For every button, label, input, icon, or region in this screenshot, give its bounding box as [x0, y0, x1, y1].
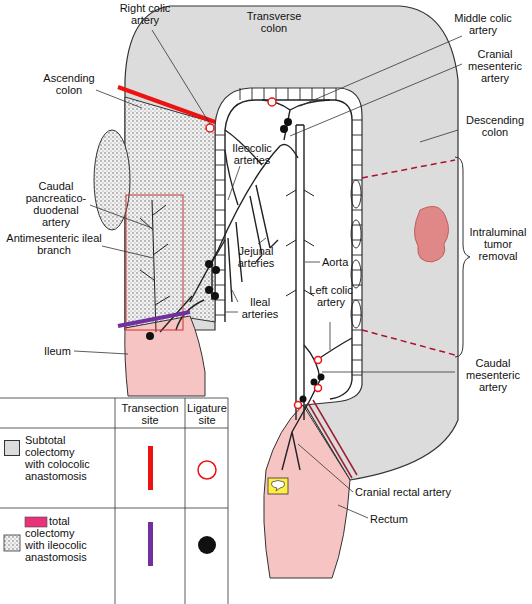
- part-label: Caudal mesenteric artery: [458, 357, 528, 393]
- part-label: Antimesenteric ileal branch: [6, 232, 102, 256]
- ligatures: [146, 98, 325, 409]
- leader-line: [322, 372, 455, 373]
- leader-line: [338, 505, 368, 518]
- leader-line: [258, 238, 266, 244]
- part-label: Ileum: [44, 345, 84, 357]
- ileocolic-artery: [212, 150, 238, 300]
- cranial-mesenteric-artery: [190, 145, 298, 303]
- leader-lines: [74, 30, 462, 518]
- closed-ligature: [146, 332, 154, 340]
- legend-table: [0, 398, 228, 604]
- transection-symbol-purple: [148, 522, 153, 566]
- arcades: [351, 180, 361, 328]
- part-label: Ileocolic arteries: [222, 142, 282, 166]
- legend-text: total colectomy with ileocolic anastomos…: [25, 515, 97, 563]
- leader-line: [96, 90, 142, 108]
- part-label: Intraluminal tumor removal: [466, 226, 530, 262]
- closed-ligature: [311, 379, 318, 386]
- transection-symbol-red: [148, 446, 153, 490]
- leader-line: [90, 205, 152, 228]
- rectum: [264, 405, 350, 578]
- open-ligature: [206, 124, 214, 132]
- closed-ligature: [284, 118, 292, 126]
- closed-ligature: [300, 396, 307, 403]
- legend-swatch: [4, 440, 20, 456]
- ileum: [125, 316, 205, 396]
- part-label: Ligature site: [186, 402, 228, 426]
- leader-line: [298, 444, 353, 492]
- part-label: Descending colon: [460, 114, 530, 138]
- open-ligature: [315, 357, 322, 364]
- antimesenteric-ileal-branch: [140, 200, 170, 332]
- part-label: Caudal pancreatico-duodenal artery: [22, 180, 90, 228]
- open-ligature: [268, 98, 276, 106]
- leader-line: [102, 246, 153, 258]
- part-label: Ascending colon: [38, 72, 100, 96]
- rectal-transection: [308, 400, 357, 478]
- ligature-symbol-open: [198, 461, 216, 479]
- legend-text: Subtotal colectomy with colocolic anasto…: [25, 434, 95, 482]
- total-mark: [25, 517, 47, 527]
- part-label: Aorta: [322, 256, 362, 268]
- leader-line: [290, 64, 462, 136]
- part-label: Cranial mesenteric artery: [460, 48, 530, 84]
- part-label: Left colic artery: [308, 284, 354, 308]
- caudal-mesenteric-artery: [282, 345, 320, 470]
- closed-ligature: [212, 266, 220, 274]
- part-label: Ileal arteries: [234, 296, 286, 320]
- leader-line: [330, 322, 331, 350]
- aorta: [296, 125, 304, 420]
- transection-lines: [118, 87, 470, 478]
- note-icon-bubble: [272, 481, 285, 492]
- part-label: Jejunal arteries: [228, 245, 284, 269]
- part-label: Right colic artery: [112, 2, 178, 26]
- part-label: Rectum: [370, 513, 430, 525]
- note-icon: [268, 478, 288, 494]
- table-grid: [0, 398, 228, 604]
- leader-line: [420, 130, 458, 142]
- leader-line: [300, 36, 462, 106]
- open-ligature: [295, 402, 302, 409]
- aorta-branches: [286, 190, 314, 296]
- bracket: [455, 157, 470, 357]
- closed-ligature: [318, 374, 325, 381]
- note-icon-box: [268, 478, 288, 494]
- leader-line: [152, 30, 210, 124]
- closed-ligature: [211, 292, 219, 300]
- leader-line: [74, 351, 128, 354]
- part-label: Transverse colon: [238, 10, 310, 34]
- part-label: Transection site: [117, 402, 183, 426]
- open-ligature: [315, 385, 322, 392]
- closed-ligature: [205, 286, 213, 294]
- closed-ligature: [280, 125, 288, 133]
- leader-line: [305, 262, 320, 263]
- resection-outline: [126, 195, 183, 330]
- stipple-swatch: [4, 535, 20, 551]
- leader-line: [228, 166, 240, 200]
- part-label: Cranial rectal artery: [355, 486, 485, 498]
- total-transection: [118, 312, 190, 326]
- closed-ligature: [205, 260, 213, 268]
- part-label: Middle colic artery: [448, 12, 518, 36]
- leader-line: [226, 290, 238, 312]
- tumor-resection-dashes: [362, 160, 455, 355]
- ligature-symbol-closed: [198, 536, 216, 554]
- cecum: [94, 130, 130, 230]
- tumor: [414, 206, 448, 262]
- ascending-colon-stipple: [125, 97, 215, 328]
